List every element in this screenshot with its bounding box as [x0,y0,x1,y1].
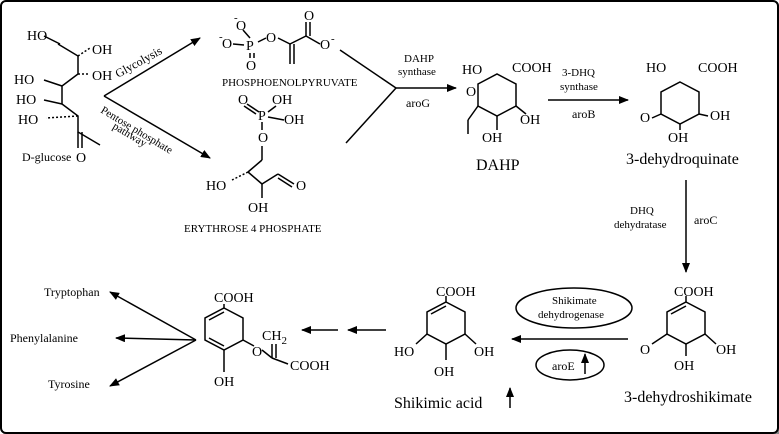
e4p-p: P [258,109,266,124]
e4p-structure: O P OH OH O HO OH O [206,93,306,216]
e4p-o-link: O [258,131,268,146]
chorismate-ch-text: CH [262,329,281,344]
dahp-oh-1: OH [482,131,502,146]
glucose-ho-4: HO [18,113,38,128]
chorismate-cooh: COOH [214,291,254,306]
glucose-ho-1: HO [27,29,47,44]
dhq-oh-1: OH [668,131,688,146]
dhs-o: O [640,343,650,358]
pep-o-carbonyl: O [304,9,314,24]
dahp-oh-2: OH [520,113,540,128]
label-dahp-synthase-2: synthase [398,66,436,78]
pep-p: P [246,39,254,54]
arrow-pentose [103,95,211,159]
label-dhq-synthase-2: synthase [560,81,598,93]
shikimic-oh-1: OH [434,365,454,380]
label-d-glucose: D-glucose [22,150,71,164]
d-glucose-structure: HO OH HO OH HO HO O [14,29,112,166]
label-phenylalanine: Phenylalanine [10,331,78,345]
pep-o-left: O [222,37,232,52]
e4p-o-top: O [238,93,248,108]
label-dhq-synthase-1: 3-DHQ [562,67,595,79]
glucose-oh-1: OH [92,43,112,58]
arrow-to-tryptophan [109,291,197,341]
dahp-ho: HO [462,63,482,78]
dahp-structure: HO COOH O OH OH [462,61,552,146]
label-aroG: aroG [406,96,430,110]
label-tyrosine: Tyrosine [48,377,90,391]
pep-minus-3: - [331,33,335,45]
pep-structure: O - O - P O O O O - [219,9,335,74]
label-dahp-synthase-1: DAHP [404,53,434,65]
label-dahp: DAHP [476,157,520,174]
chorismate-oh: OH [214,375,234,390]
shikimic-cooh: COOH [436,285,476,300]
chorismate-ch2: CH2 [262,329,287,347]
label-shikimate-dh-2: dehydrogenase [538,309,604,321]
dehydroshikimate-structure: COOH O OH OH [640,285,736,374]
e4p-o-aldehyde: O [296,179,306,194]
label-dehydroshikimate: 3-dehydroshikimate [624,389,752,406]
glucose-ho-2: HO [14,73,34,88]
e4p-oh-right: OH [284,113,304,128]
chorismate-o: O [252,345,262,360]
pep-minus-2: - [219,31,223,43]
shikimic-ho: HO [394,345,414,360]
dhq-cooh: COOH [698,61,738,76]
arrow-to-phenylalanine [115,334,197,343]
pep-o-bottom: O [246,59,256,74]
label-tryptophan: Tryptophan [44,285,100,299]
chorismate-cooh-2: COOH [290,359,330,374]
e4p-oh-bottom: OH [248,201,268,216]
glucose-ho-3: HO [16,93,36,108]
enzyme-ellipse-shikimate-dh [515,287,633,329]
converge-line-e4p [345,87,397,144]
pep-o-carboxylate: O [320,38,330,53]
dhq-o: O [640,111,650,126]
arrow-glycolysis [103,37,201,97]
dahp-cooh: COOH [512,61,552,76]
label-aroB: aroB [572,107,595,121]
label-shikimic-acid: Shikimic acid [394,395,482,412]
pep-o-top: O [236,19,246,34]
shikimic-oh-2: OH [474,345,494,360]
dhs-oh-2: OH [716,343,736,358]
pep-minus-1: - [234,12,238,24]
pep-o-ester: O [266,31,276,46]
label-dhq-dehydratase-2: dehydratase [614,219,667,231]
label-shikimate-dh-1: Shikimate [552,295,597,307]
label-dehydroquinate: 3-dehydroquinate [626,151,739,168]
chorismate-subscript-2: 2 [281,335,287,347]
dhq-ho: HO [646,61,666,76]
label-e4p: ERYTHROSE 4 PHOSPHATE [184,223,322,235]
label-dhq-dehydratase-1: DHQ [630,205,654,217]
dhs-oh-1: OH [674,359,694,374]
dehydroquinate-structure: HO COOH O OH OH [640,61,738,146]
chorismate-structure: COOH OH O CH2 COOH [204,291,330,390]
dhq-oh-2: OH [710,109,730,124]
label-aroE: aroE [552,359,575,373]
e4p-ho: HO [206,179,226,194]
dahp-o-ring: O [466,85,476,100]
e4p-oh-top: OH [272,93,292,108]
enzyme-ellipse-aroE [535,349,605,381]
shikimic-acid-structure: COOH HO OH OH [394,285,494,380]
dhs-cooh: COOH [674,285,714,300]
arrow-to-tyrosine [109,339,197,387]
glucose-oh-2: OH [92,69,112,84]
glucose-o: O [76,151,86,166]
converge-line-pep [339,49,397,89]
label-aroC: aroC [694,213,717,227]
label-pep: PHOSPHOENOLPYRUVATE [222,77,358,89]
